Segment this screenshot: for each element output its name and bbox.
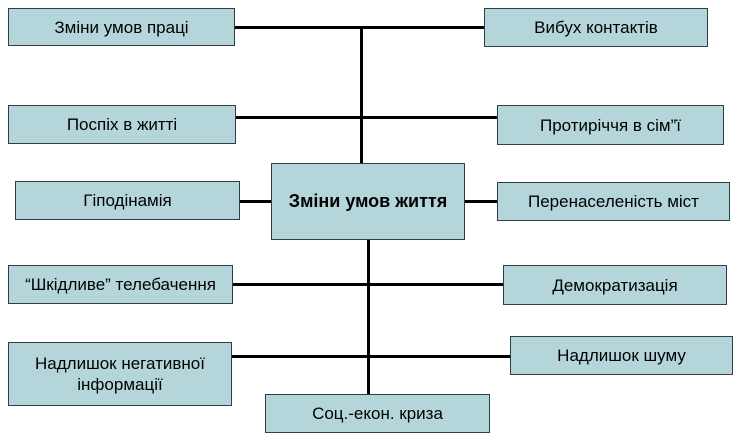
factor-label: Вибух контактів [534,18,658,37]
factor-box-right-5: Надлишок шуму [510,336,733,375]
factor-box-left-3: Гіподінамія [15,181,240,220]
connector-row-1 [235,26,485,29]
factor-box-left-1: Зміни умов праці [8,8,235,46]
factor-box-right-1: Вибух контактів [484,8,708,47]
factor-label: Надлишок негативної інформації [35,354,205,394]
factor-box-left-2: Поспіх в житті [8,105,236,144]
factor-box-left-4: “Шкідливе” телебачення [8,265,233,304]
factor-label: Перенаселеність міст [528,192,699,211]
factor-label: Поспіх в житті [66,115,178,134]
connector-row-2 [236,116,498,119]
connector-row-5 [232,355,510,358]
connector-vertical-lower [367,239,370,396]
factor-box-left-5: Надлишок негативної інформації [8,342,232,406]
factor-box-bottom: Соц.-екон. криза [265,394,490,433]
factor-label: Соц.-екон. криза [312,404,443,423]
connector-vertical-upper [360,27,363,164]
factor-box-right-4: Демократизація [503,265,727,305]
factor-label: Надлишок шуму [557,346,686,365]
factor-label: Демократизація [552,275,678,295]
factor-label: Зміни умов праці [54,17,189,37]
factor-label: “Шкідливе” телебачення [25,275,216,294]
factor-box-right-3: Перенаселеність міст [497,182,730,221]
factor-label: Гіподінамія [83,191,172,210]
center-label: Зміни умов життя [288,191,448,211]
center-node: Зміни умов життя [271,163,465,240]
factor-label: Протиріччя в сім”ї [539,115,681,135]
factor-box-right-2: Протиріччя в сім”ї [497,105,724,145]
connector-row-4 [233,283,504,286]
